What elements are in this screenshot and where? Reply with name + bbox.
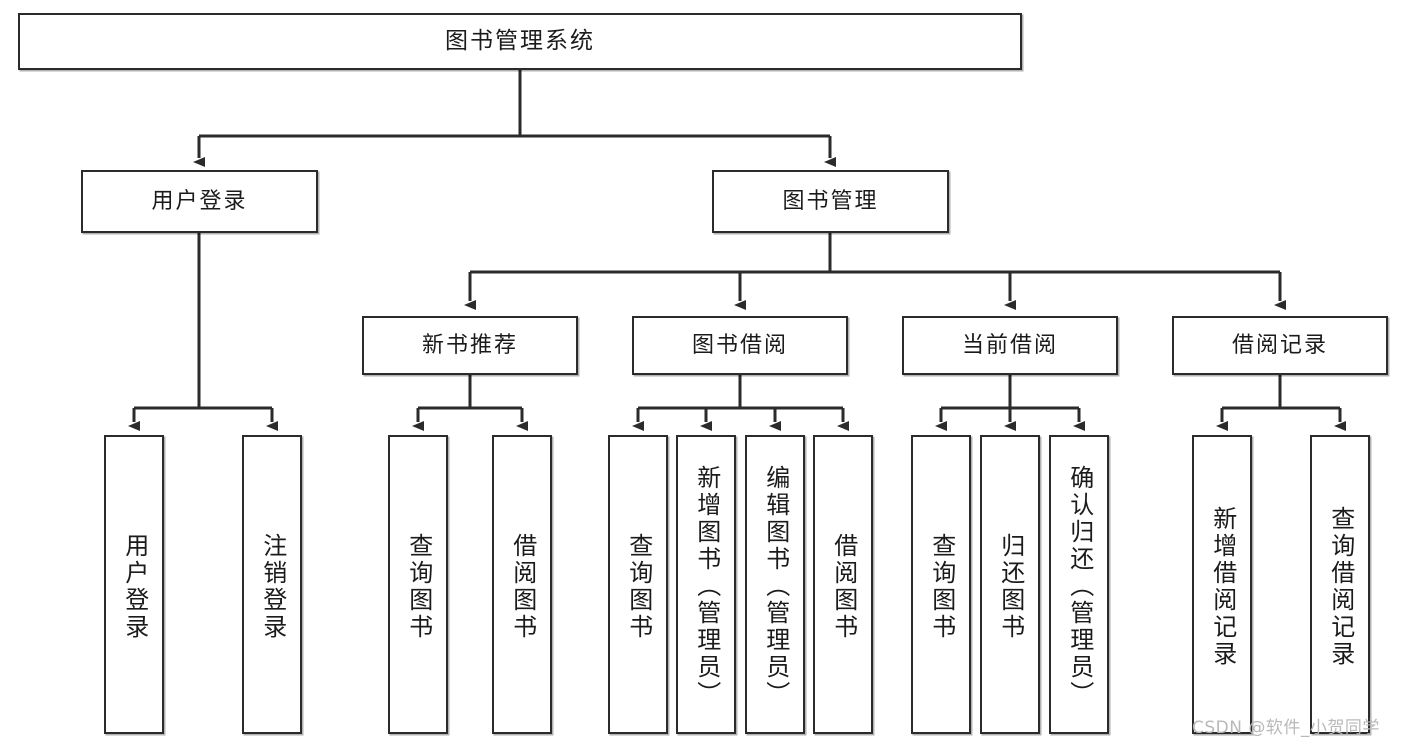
leaf-return-book[interactable]: 归还图书	[980, 435, 1040, 734]
leaf-query-book-1-label: 查询图书	[404, 532, 433, 641]
leaf-return-book-label: 归还图书	[996, 532, 1025, 641]
leaf-query-book-3-label: 查询图书	[927, 532, 956, 641]
node-new-book-rec[interactable]: 新书推荐	[362, 316, 578, 375]
node-book-manage[interactable]: 图书管理	[712, 170, 949, 233]
leaf-query-book-1[interactable]: 查询图书	[388, 435, 448, 734]
node-root-label: 图书管理系统	[445, 27, 595, 54]
leaf-borrow-book-2-label: 借阅图书	[829, 532, 858, 641]
leaf-user-logout-label: 注销登录	[258, 532, 287, 641]
leaf-query-record[interactable]: 查询借阅记录	[1310, 435, 1370, 734]
leaf-user-login[interactable]: 用户登录	[104, 435, 164, 734]
node-current-borrow[interactable]: 当前借阅	[902, 316, 1118, 375]
node-user-login-label: 用户登录	[151, 188, 248, 214]
leaf-edit-book-label: 编辑图书（管理员）	[761, 465, 790, 708]
node-new-book-rec-label: 新书推荐	[421, 332, 518, 358]
leaf-user-logout[interactable]: 注销登录	[242, 435, 302, 734]
node-current-borrow-label: 当前借阅	[961, 332, 1058, 358]
node-borrow-record-label: 借阅记录	[1231, 332, 1328, 358]
leaf-user-login-label: 用户登录	[120, 532, 149, 641]
leaf-edit-book[interactable]: 编辑图书（管理员）	[745, 435, 805, 734]
leaf-add-record[interactable]: 新增借阅记录	[1192, 435, 1252, 734]
node-borrow-record[interactable]: 借阅记录	[1172, 316, 1388, 375]
node-user-login[interactable]: 用户登录	[81, 170, 318, 233]
watermark: CSDN @软件_小贺同学	[1192, 718, 1380, 738]
leaf-query-record-label: 查询借阅记录	[1326, 505, 1355, 668]
leaf-add-book-label: 新增图书（管理员）	[692, 465, 721, 708]
node-root[interactable]: 图书管理系统	[18, 13, 1022, 70]
leaf-query-book-2[interactable]: 查询图书	[608, 435, 668, 734]
node-book-manage-label: 图书管理	[782, 188, 879, 214]
leaf-add-record-label: 新增借阅记录	[1208, 505, 1237, 668]
node-book-borrow-label: 图书借阅	[691, 332, 788, 358]
leaf-add-book[interactable]: 新增图书（管理员）	[676, 435, 736, 734]
leaf-query-book-3[interactable]: 查询图书	[911, 435, 971, 734]
leaf-confirm-return[interactable]: 确认归还（管理员）	[1049, 435, 1109, 734]
leaf-borrow-book-1-label: 借阅图书	[508, 532, 537, 641]
leaf-borrow-book-2[interactable]: 借阅图书	[813, 435, 873, 734]
leaf-confirm-return-label: 确认归还（管理员）	[1065, 465, 1094, 708]
node-book-borrow[interactable]: 图书借阅	[632, 316, 848, 375]
leaf-query-book-2-label: 查询图书	[624, 532, 653, 641]
leaf-borrow-book-1[interactable]: 借阅图书	[492, 435, 552, 734]
